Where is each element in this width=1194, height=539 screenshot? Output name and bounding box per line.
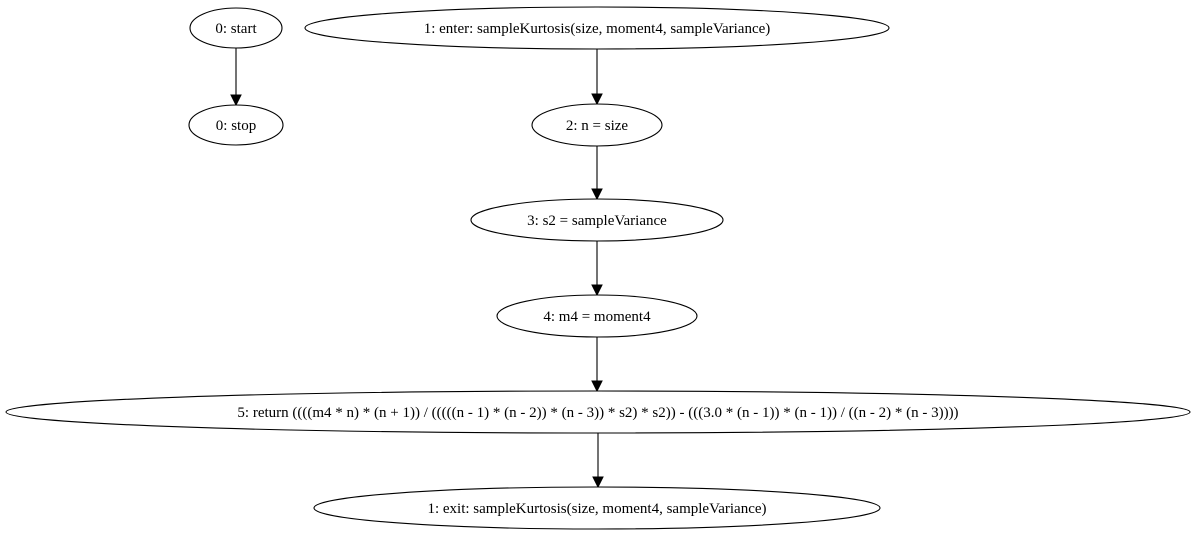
node-n4: 4: m4 = moment4	[496, 294, 698, 338]
node-ellipse	[5, 390, 1191, 434]
arrowhead-icon	[591, 380, 603, 393]
arrowhead-icon	[591, 284, 603, 297]
node-ellipse	[531, 103, 663, 147]
edge-n5-to-exit	[592, 433, 604, 489]
edge-n4-to-n5	[591, 337, 603, 393]
node-ellipse	[470, 198, 724, 242]
arrowhead-icon	[591, 93, 603, 106]
node-start: 0: start	[189, 7, 283, 49]
node-label: 0: start	[215, 21, 257, 37]
node-label: 1: enter: sampleKurtosis(size, moment4, …	[424, 21, 771, 37]
node-label: 5: return ((((m4 * n) * (n + 1)) / (((((…	[237, 405, 958, 421]
node-ellipse	[189, 7, 283, 49]
node-label: 2: n = size	[566, 118, 629, 134]
node-stop: 0: stop	[188, 104, 284, 146]
node-ellipse	[313, 486, 881, 530]
node-ellipse	[496, 294, 698, 338]
node-enter: 1: enter: sampleKurtosis(size, moment4, …	[304, 6, 890, 50]
edge-n3-to-n4	[591, 241, 603, 297]
node-label: 4: m4 = moment4	[543, 309, 651, 325]
edge-n2-to-n3	[591, 146, 603, 201]
node-label: 3: s2 = sampleVariance	[527, 213, 667, 229]
node-label: 0: stop	[216, 118, 256, 134]
node-n2: 2: n = size	[531, 103, 663, 147]
edge-enter-to-n2	[591, 49, 603, 106]
arrowhead-icon	[230, 94, 242, 107]
node-n3: 3: s2 = sampleVariance	[470, 198, 724, 242]
edge-start-to-stop	[230, 48, 242, 107]
node-n5: 5: return ((((m4 * n) * (n + 1)) / (((((…	[5, 390, 1191, 434]
arrowhead-icon	[592, 476, 604, 489]
nodes-layer: 0: start 0: stop 1: enter: sampleKurtosis(…	[5, 6, 1191, 530]
edges-layer	[230, 48, 604, 489]
node-ellipse	[188, 104, 284, 146]
node-ellipse	[304, 6, 890, 50]
node-exit: 1: exit: sampleKurtosis(size, moment4, s…	[313, 486, 881, 530]
arrowhead-icon	[591, 188, 603, 201]
node-label: 1: exit: sampleKurtosis(size, moment4, s…	[427, 501, 766, 517]
